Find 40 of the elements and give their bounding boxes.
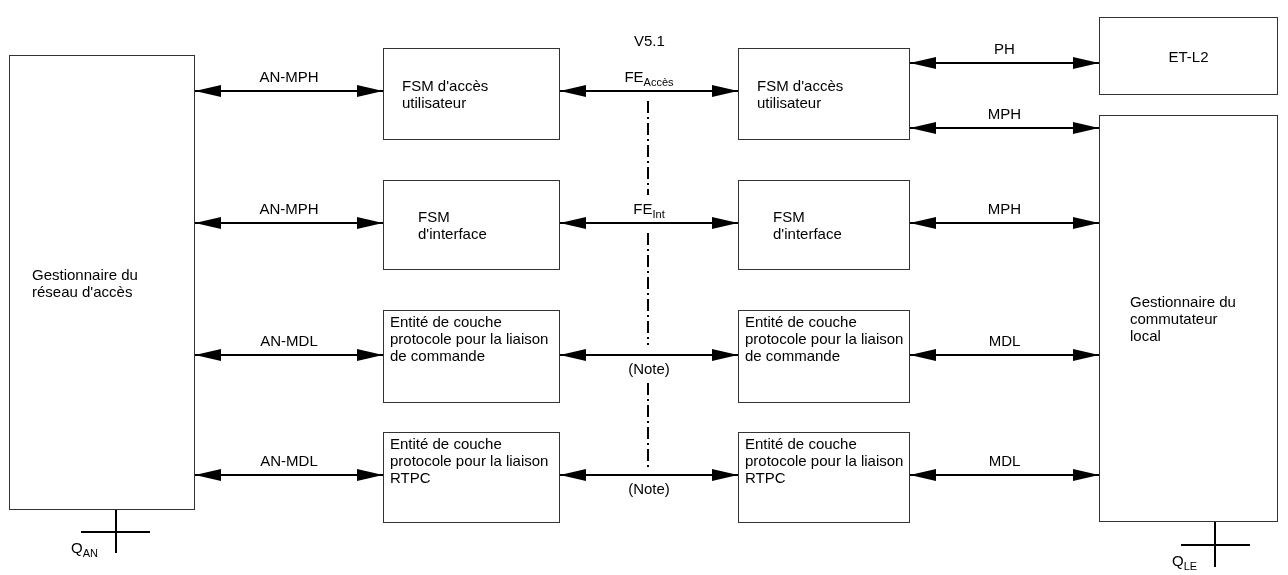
process-box <box>1099 17 1278 95</box>
edge-label: (Note) <box>626 480 672 497</box>
box-label: FSM d'accès utilisateur <box>402 77 490 111</box>
reference-point-label: Q$_{LE}$ <box>1172 552 1198 569</box>
double-arrow <box>909 349 1100 361</box>
box-label: Entité de couche protocole pour la liaison de commande <box>745 313 905 364</box>
process-box <box>1099 115 1278 522</box>
box-label: ET-L2 <box>1167 47 1210 65</box>
box-label: FSM d'accès utilisateur <box>757 77 845 111</box>
box-label: FSM d'interface <box>773 208 843 242</box>
box-label: Gestionnaire du commutateur local <box>1130 293 1237 344</box>
reference-point-label: Q$_{AN}$ <box>71 539 98 556</box>
process-box <box>383 180 560 270</box>
double-arrow <box>194 85 384 97</box>
edge-label: (Note) <box>626 360 672 377</box>
double-arrow <box>909 57 1100 69</box>
process-box <box>383 48 560 140</box>
box-label: Entité de couche protocole pour la liaison RTPC <box>390 435 550 486</box>
process-box <box>738 48 910 140</box>
double-arrow <box>559 85 739 97</box>
double-arrow <box>194 469 384 481</box>
process-box <box>738 180 910 270</box>
double-arrow <box>909 469 1100 481</box>
double-arrow <box>194 349 384 361</box>
double-arrow <box>909 217 1100 229</box>
double-arrow <box>194 217 384 229</box>
double-arrow <box>559 469 739 481</box>
double-arrow <box>909 122 1100 134</box>
box-label: Entité de couche protocole pour la liaison de commande <box>390 313 550 364</box>
process-box <box>9 55 195 510</box>
box-label: FSM d'interface <box>418 208 488 242</box>
process-box <box>738 432 910 523</box>
double-arrow <box>559 217 739 229</box>
interface-name: V5.1 <box>634 32 665 49</box>
box-label: Entité de couche protocole pour la liaison RTPC <box>745 435 905 486</box>
process-box <box>383 432 560 523</box>
box-label: Gestionnaire du réseau d'accès <box>32 265 139 300</box>
process-box <box>383 310 560 403</box>
double-arrow <box>559 349 739 361</box>
process-box <box>738 310 910 403</box>
